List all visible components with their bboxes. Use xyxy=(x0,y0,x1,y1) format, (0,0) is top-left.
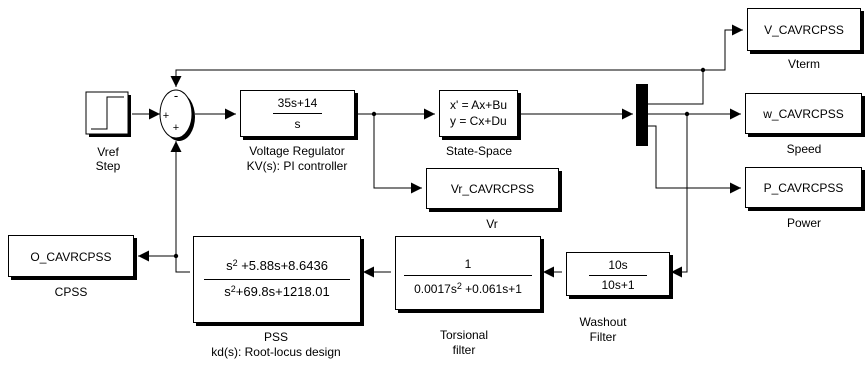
pss-fraction-line xyxy=(204,279,350,280)
cpss-output-label: CPSS xyxy=(54,285,88,299)
wire-pss-to-sum xyxy=(170,141,190,273)
junction-dot-vr xyxy=(371,111,377,117)
step-label-step: Step xyxy=(95,159,121,173)
power-output-block[interactable]: P_CAVRCPSS xyxy=(745,167,862,208)
state-space-eq1: x' = Ax+Bu xyxy=(450,98,507,112)
pss-num-exp: 2 xyxy=(232,258,238,268)
vterm-output-name: V_CAVRCPSS xyxy=(764,23,844,37)
washout-label-1: Washout xyxy=(579,315,627,329)
sum-sign-left: + xyxy=(163,110,169,122)
vr-output-name: Vr_CAVRCPSS xyxy=(450,182,535,196)
torsional-numerator: 1 xyxy=(464,257,472,271)
sum-sign-top: - xyxy=(174,88,178,103)
vterm-output-block[interactable]: V_CAVRCPSS xyxy=(747,8,861,51)
pss-den-a: s xyxy=(224,284,231,299)
torsional-den-a: 0.0017s xyxy=(414,282,457,296)
wire-speed-to-washout xyxy=(671,114,688,278)
power-output-label: Power xyxy=(786,216,822,230)
vterm-output-label: Vterm xyxy=(787,57,821,71)
speed-output-block[interactable]: w_CAVRCPSS xyxy=(745,93,862,134)
speed-output-name: w_CAVRCPSS xyxy=(763,107,844,121)
wire-vterm-up xyxy=(703,24,743,71)
wire-vterm xyxy=(648,70,704,105)
vr-output-block[interactable]: Vr_CAVRCPSS xyxy=(426,168,559,209)
step-block[interactable] xyxy=(85,91,131,137)
torsional-label-2: filter xyxy=(452,343,476,357)
pss-den-exp: 2 xyxy=(230,284,236,294)
pi-controller-block[interactable]: 35s+14 s xyxy=(240,90,355,137)
power-output-name: P_CAVRCPSS xyxy=(763,181,844,195)
sum-sign-bottom: + xyxy=(173,122,179,134)
pi-label-title: Voltage Regulator xyxy=(249,144,345,158)
washout-numerator: 10s xyxy=(608,258,628,272)
junction-dot-vterm xyxy=(700,67,706,73)
wire-branch-to-vr xyxy=(373,114,422,194)
pi-fraction-line xyxy=(273,113,322,114)
torsional-denominator: 0.0017s2 +0.061s+1 xyxy=(396,281,540,297)
state-space-block[interactable]: x' = Ax+Bu y = Cx+Du xyxy=(439,90,518,137)
pss-den-b: +69.8s+1218.01 xyxy=(235,284,330,299)
washout-denominator: 10s+1 xyxy=(601,278,635,292)
washout-filter-block[interactable]: 10s 10s+1 xyxy=(566,252,670,296)
torsional-fraction-line xyxy=(404,275,532,276)
wire-vterm-feedback xyxy=(170,69,703,87)
pss-block[interactable]: s2 +5.88s+8.6436 s2+69.8s+1218.01 xyxy=(193,236,361,323)
junction-dot-speed xyxy=(684,111,690,117)
wire-power xyxy=(648,125,741,194)
speed-output-label: Speed xyxy=(786,142,822,156)
pss-label-2: kd(s): Root-locus design xyxy=(211,345,341,359)
demux-block[interactable] xyxy=(636,84,648,146)
pi-label-subtitle: KV(s): PI controller xyxy=(246,159,348,173)
pss-denominator: s2+69.8s+1218.01 xyxy=(194,285,360,299)
step-icon xyxy=(91,96,124,130)
cpss-output-block[interactable]: O_CAVRCPSS xyxy=(8,235,134,277)
pss-numerator: s2 +5.88s+8.6436 xyxy=(194,259,360,273)
vr-output-label: Vr xyxy=(486,217,498,231)
state-space-label: State-Space xyxy=(445,144,513,158)
step-label-vref: Vref xyxy=(97,145,119,159)
state-space-eq2: y = Cx+Du xyxy=(450,114,507,128)
junction-dot-cpss xyxy=(173,253,179,259)
washout-fraction-line xyxy=(589,275,647,276)
pss-num-b: +5.88s+8.6436 xyxy=(237,258,328,273)
sum-block[interactable]: - + + xyxy=(159,88,195,141)
pss-label-1: PSS xyxy=(263,330,289,344)
pi-denominator: s xyxy=(294,117,301,131)
torsional-filter-block[interactable]: 1 0.0017s2 +0.061s+1 xyxy=(395,236,541,310)
pi-numerator: 35s+14 xyxy=(277,96,318,110)
cpss-output-name: O_CAVRCPSS xyxy=(30,250,112,264)
torsional-den-exp: 2 xyxy=(456,281,462,291)
washout-label-2: Filter xyxy=(589,330,617,344)
torsional-den-b: +0.061s+1 xyxy=(461,282,522,296)
pss-num-a: s xyxy=(226,258,233,273)
torsional-label-1: Torsional xyxy=(439,328,489,342)
